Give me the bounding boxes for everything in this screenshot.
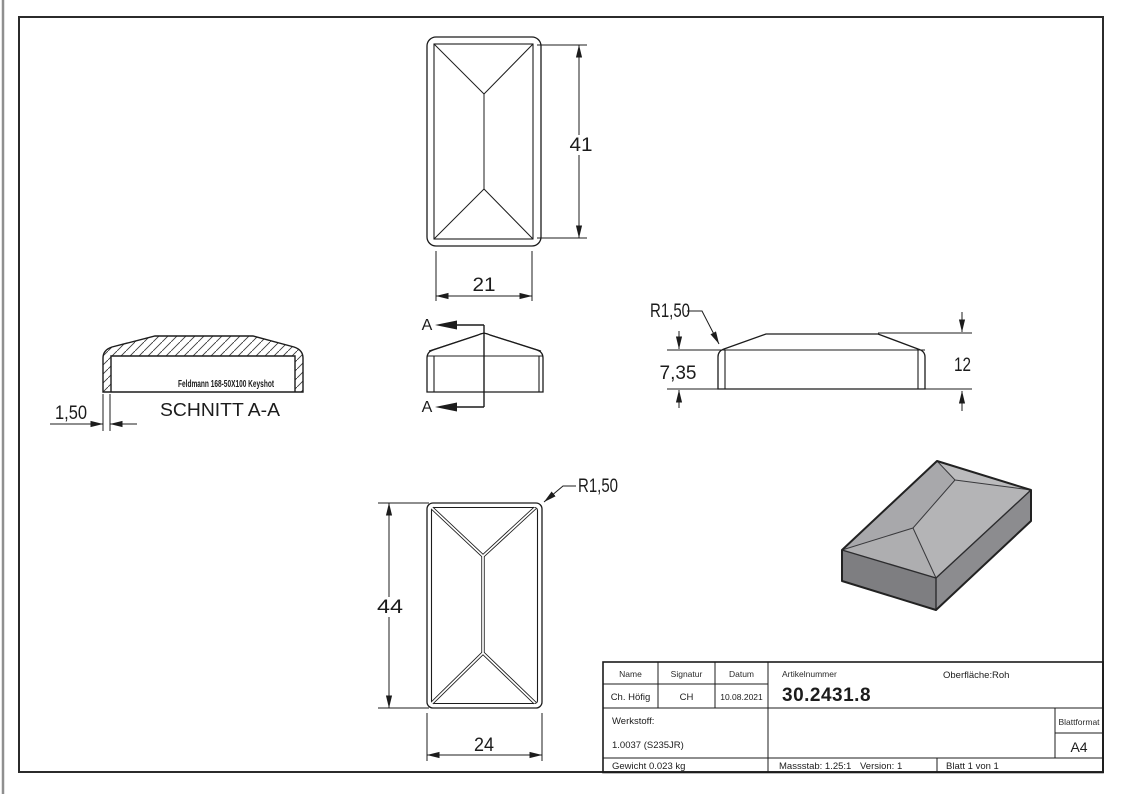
weight-value: Gewicht 0.023 kg — [612, 761, 685, 772]
name-label: Name — [619, 669, 642, 679]
section-cut-line — [435, 320, 485, 412]
dim-bottom-width: 24 — [474, 735, 494, 756]
bottom-view-dimensions — [375, 485, 576, 761]
embossed-part-text: Feldmann 168-50X100 Keyshot — [178, 379, 274, 390]
dim-skirt-height: 7,35 — [660, 363, 697, 384]
dim-total-height: 12 — [954, 355, 971, 376]
sheet-format-value: A4 — [1070, 739, 1087, 755]
dim-fillet-radius: R1,50 — [650, 301, 690, 322]
section-view: Feldmann 168-50X100 Keyshot — [102, 335, 304, 393]
surface-value: Roh — [992, 670, 1009, 681]
cut-label-top: A — [422, 317, 433, 334]
sheet-format-label: Blattformat — [1058, 717, 1100, 727]
dim-top-width: 21 — [473, 275, 496, 296]
front-view — [426, 332, 544, 393]
surface-label: Oberfläche: — [943, 670, 992, 681]
section-view-dimensions — [50, 394, 137, 431]
iso-3d-view — [841, 460, 1032, 611]
scale-value: Massstab: 1.25:1 — [779, 761, 851, 772]
dim-top-length: 41 — [570, 135, 593, 156]
sheet-frame — [18, 16, 1104, 773]
date-label: Datum — [729, 669, 754, 679]
iso-wall-left-face — [842, 550, 936, 610]
material-value: 1.0037 (S235JR) — [612, 740, 684, 751]
cut-arrow-top — [435, 320, 457, 330]
cut-label-bottom: A — [422, 399, 433, 416]
dim-bottom-length: 44 — [377, 597, 404, 618]
signature-label: Signatur — [671, 669, 703, 679]
sheet-number-value: Blatt 1 von 1 — [946, 761, 999, 772]
iso-roof-right-face — [913, 480, 1031, 578]
dim-corner-radius: R1,50 — [578, 476, 618, 497]
cut-arrow-bottom — [435, 402, 457, 412]
version-value: Version: 1 — [860, 761, 902, 772]
material-label: Werkstoff: — [612, 716, 654, 727]
article-number-label: Artikelnummer — [782, 669, 837, 679]
top-view-dimensions — [435, 44, 594, 301]
iso-roof-near-face — [842, 528, 936, 578]
top-view — [426, 36, 542, 247]
bottom-view — [426, 502, 543, 709]
iso-wall-right-face — [936, 490, 1031, 610]
title-block-text: Name Signatur Datum Ch. Höfig CH 10.08.2… — [611, 669, 1100, 772]
dim-wall-thickness: 1,50 — [55, 403, 87, 424]
article-number-value: 30.2431.8 — [782, 685, 871, 706]
name-value: Ch. Höfig — [611, 692, 651, 703]
side-view-dimensions — [667, 310, 972, 411]
date-value: 10.08.2021 — [720, 692, 763, 702]
title-block — [602, 661, 1104, 774]
section-view-title: SCHNITT A-A — [160, 400, 280, 420]
side-view — [717, 333, 926, 390]
signature-value: CH — [680, 692, 694, 703]
iso-roof-left-face — [842, 461, 955, 550]
